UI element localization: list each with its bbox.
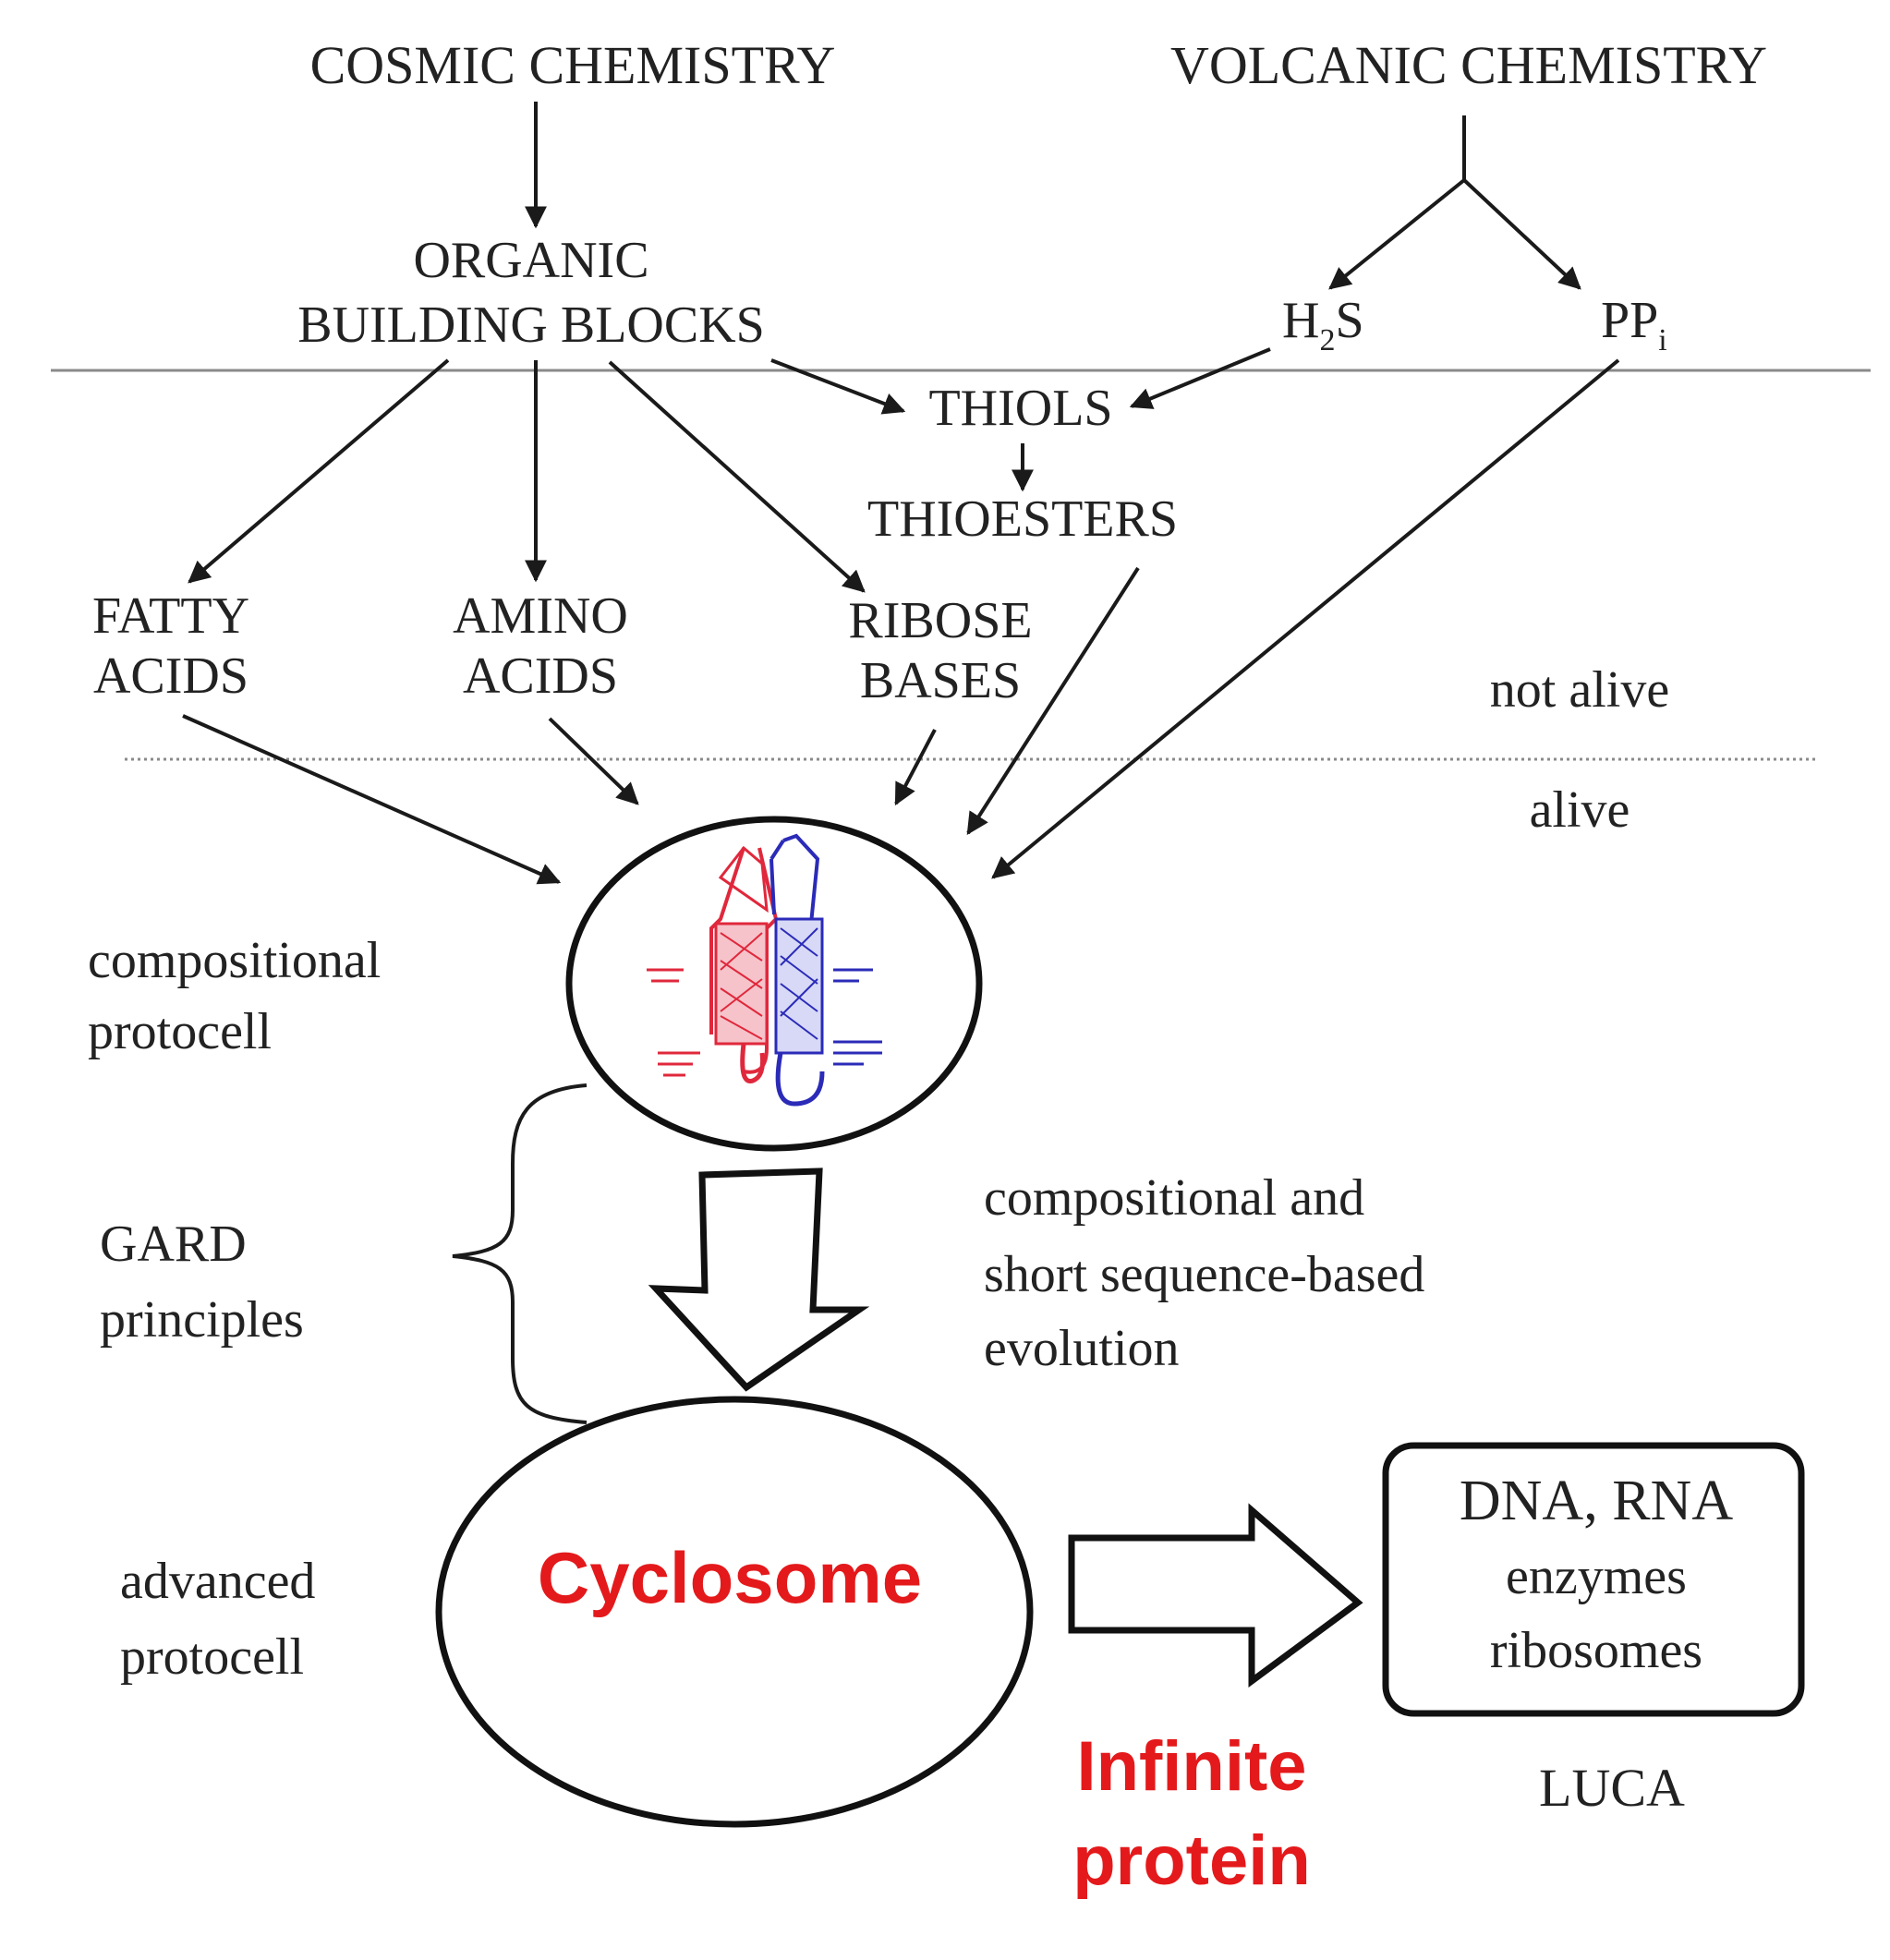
amino-acids-label: AMINO ACIDS [453, 587, 628, 705]
svg-text:advanced: advanced [120, 1553, 315, 1610]
arrow-organic-to-fatty-acids [188, 358, 450, 584]
svg-text:BUILDING BLOCKS: BUILDING BLOCKS [297, 296, 765, 354]
svg-text:GARD: GARD [100, 1216, 247, 1273]
cyclosome-circle [435, 1396, 1034, 1828]
arrow-organic-to-thiols [770, 358, 906, 415]
to-luca-right-arrow [1068, 1503, 1363, 1688]
svg-text:RIBOSE: RIBOSE [848, 592, 1032, 649]
svg-text:protocell: protocell [88, 1003, 272, 1060]
evolution-down-arrow [648, 1168, 870, 1392]
thioesters-label: THIOESTERS [867, 490, 1178, 548]
not-alive-label: not alive [1490, 661, 1669, 719]
ppi-label: PPi [1601, 292, 1667, 357]
protein-structure-illustration [647, 833, 882, 1107]
svg-text:AMINO: AMINO [453, 587, 628, 645]
h2s-label: H2S [1282, 292, 1364, 357]
svg-text:ORGANIC: ORGANIC [413, 232, 648, 289]
luca-components-box [1382, 1442, 1805, 1717]
svg-text:Infinite: Infinite [1076, 1727, 1306, 1806]
arrow-organic-to-ribose-bases [608, 360, 866, 593]
volcanic-chemistry-label: VOLCANIC CHEMISTRY [1170, 35, 1767, 95]
svg-text:ACIDS: ACIDS [93, 647, 248, 705]
organic-building-blocks-label: ORGANIC BUILDING BLOCKS [297, 232, 765, 354]
advanced-protocell-label: advanced protocell [120, 1553, 315, 1686]
svg-text:compositional and: compositional and [984, 1169, 1364, 1227]
svg-text:protocell: protocell [120, 1628, 304, 1686]
ribose-bases-label: RIBOSE BASES [848, 592, 1032, 709]
arrow-ribose-bases-to-protocell [894, 729, 937, 806]
cosmic-chemistry-label: COSMIC CHEMISTRY [310, 35, 836, 95]
svg-text:compositional: compositional [88, 932, 381, 989]
luca-components-label: DNA, RNA enzymes ribosomes [1460, 1470, 1733, 1679]
fatty-acids-label: FATTY ACIDS [92, 587, 249, 705]
gard-principles-label: GARD principles [100, 1216, 304, 1349]
luca-label: LUCA [1539, 1758, 1685, 1818]
svg-text:BASES: BASES [860, 652, 1021, 709]
gard-brace [452, 1083, 588, 1424]
cyclosome-label: Cyclosome [538, 1537, 922, 1618]
arrow-amino-acids-to-protocell [548, 717, 639, 805]
arrow-thioesters-to-protocell [966, 566, 1140, 836]
evolution-description-label: compositional and short sequence-based e… [984, 1169, 1424, 1377]
arrow-h2s-to-thiols [1129, 347, 1271, 409]
compositional-protocell-label: compositional protocell [88, 932, 381, 1060]
alive-label: alive [1530, 781, 1630, 839]
svg-text:ribosomes: ribosomes [1490, 1622, 1702, 1679]
svg-text:enzymes: enzymes [1506, 1548, 1687, 1605]
svg-text:ACIDS: ACIDS [463, 647, 618, 705]
compositional-protocell-circle [565, 816, 983, 1152]
arrow-fatty-acids-to-protocell [182, 714, 562, 885]
svg-text:FATTY: FATTY [92, 587, 249, 645]
svg-text:principles: principles [100, 1291, 304, 1349]
svg-text:short sequence-based: short sequence-based [984, 1246, 1424, 1303]
infinite-protein-label: Infinite protein [1072, 1727, 1311, 1900]
svg-text:protein: protein [1072, 1821, 1311, 1900]
svg-text:evolution: evolution [984, 1320, 1180, 1377]
volcanic-fork [1328, 115, 1581, 290]
thiols-label: THIOLS [928, 380, 1112, 437]
svg-text:DNA, RNA: DNA, RNA [1460, 1470, 1733, 1532]
arrow-ppi-to-protocell [991, 358, 1620, 879]
